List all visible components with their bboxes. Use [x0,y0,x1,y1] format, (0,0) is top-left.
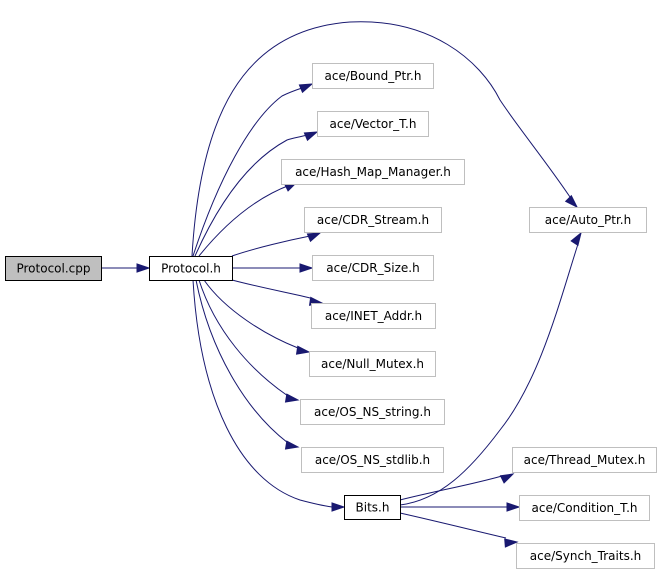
node-bound-ptr[interactable]: ace/Bound_Ptr.h [312,63,434,89]
node-thread-mutex[interactable]: ace/Thread_Mutex.h [512,447,657,473]
node-null-mutex[interactable]: ace/Null_Mutex.h [309,351,436,377]
node-box [317,111,429,137]
edge-protocol-h-to-bound-ptr [192,83,314,257]
node-synch-traits[interactable]: ace/Synch_Traits.h [516,543,655,569]
node-cdr-stream[interactable]: ace/CDR_Stream.h [304,207,442,233]
node-box [516,543,655,569]
node-label: ace/OS_NS_stdlib.h [315,453,430,467]
node-os-ns-stdlib[interactable]: ace/OS_NS_stdlib.h [301,447,444,473]
edge-protocol-h-to-os-ns-string [198,279,300,403]
edge-bits-h-to-condition-t [400,502,521,512]
arrowhead-icon [284,440,300,450]
node-label: ace/Synch_Traits.h [530,549,641,563]
edge-protocol-h-to-cdr-size [232,263,314,273]
arrowhead-icon [499,473,515,484]
edge-protocol-h-to-null-mutex [203,279,311,355]
node-box [149,256,233,281]
arrowhead-icon [331,502,346,512]
edge-protocol-h-to-os-ns-stdlib [195,279,300,450]
edge-line [192,87,303,257]
edge-line [399,475,503,501]
node-os-ns-string[interactable]: ace/OS_NS_string.h [300,399,445,425]
arrowhead-icon [299,263,314,273]
node-label: Protocol.h [161,262,221,276]
edge-line [191,21,571,257]
node-label: ace/Null_Mutex.h [321,357,424,371]
node-condition-t[interactable]: ace/Condition_T.h [519,495,650,521]
edge-line [194,134,308,257]
edge-line [231,235,311,257]
arrowhead-icon [306,232,322,243]
edge-protocol-h-to-bits-h [192,279,346,512]
node-label: ace/Vector_T.h [330,117,417,131]
edge-bits-h-to-thread-mutex [399,473,515,501]
node-box [529,207,647,233]
edge-protocol-h-to-inet-addr [231,279,324,306]
arrowhead-icon [303,131,319,142]
node-box [512,447,657,473]
arrowhead-icon [136,263,151,273]
edge-protocol-h-to-auto-ptr [191,21,579,257]
node-cdr-size[interactable]: ace/CDR_Size.h [312,255,434,281]
node-label: ace/Auto_Ptr.h [545,213,631,227]
node-label: Protocol.cpp [16,262,90,276]
edge-line [231,279,311,299]
edge-line [192,279,333,508]
edge-line [195,279,289,444]
node-box [5,256,102,281]
node-box [281,159,465,185]
edge-protocol-h-to-vector-t [194,131,319,257]
node-inet-addr[interactable]: ace/INET_Addr.h [311,303,436,329]
node-label: ace/Bound_Ptr.h [325,69,422,83]
node-hash-map-manager[interactable]: ace/Hash_Map_Manager.h [281,159,465,185]
node-box [311,303,436,329]
arrowhead-icon [284,393,300,403]
arrowhead-icon [564,194,579,209]
node-box [519,495,650,521]
edge-line [198,279,289,397]
node-protocol-h[interactable]: Protocol.h [149,256,233,281]
arrowhead-icon [504,538,519,548]
node-label: ace/Thread_Mutex.h [524,453,646,467]
arrowhead-icon [570,231,582,247]
node-label: Bits.h [356,501,390,515]
edge-protocol-h-to-cdr-stream [231,232,322,257]
edge-line [198,184,291,257]
node-box [301,447,444,473]
arrowhead-icon [506,502,521,512]
arrowhead-icon [295,345,311,355]
node-auto-ptr[interactable]: ace/Auto_Ptr.h [529,207,647,233]
arrowhead-icon [298,83,314,94]
node-vector-t[interactable]: ace/Vector_T.h [317,111,429,137]
node-box [312,63,434,89]
node-label: ace/OS_NS_string.h [314,405,431,419]
node-box [312,255,434,281]
node-label: ace/INET_Addr.h [325,309,422,323]
edge-line [203,279,299,349]
node-box [304,207,442,233]
node-box [309,351,436,377]
node-label: ace/Hash_Map_Manager.h [295,165,451,179]
node-label: ace/CDR_Stream.h [317,213,429,227]
node-label: ace/Condition_T.h [532,501,638,515]
node-protocol-cpp: Protocol.cpp [5,256,102,281]
edge-line [399,512,507,539]
node-box [300,399,445,425]
edge-protocol-cpp-to-protocol-h [101,263,151,273]
node-box [344,495,401,520]
edge-bits-h-to-synch-traits [399,512,519,548]
node-bits-h[interactable]: Bits.h [344,495,401,520]
node-label: ace/CDR_Size.h [326,261,419,275]
